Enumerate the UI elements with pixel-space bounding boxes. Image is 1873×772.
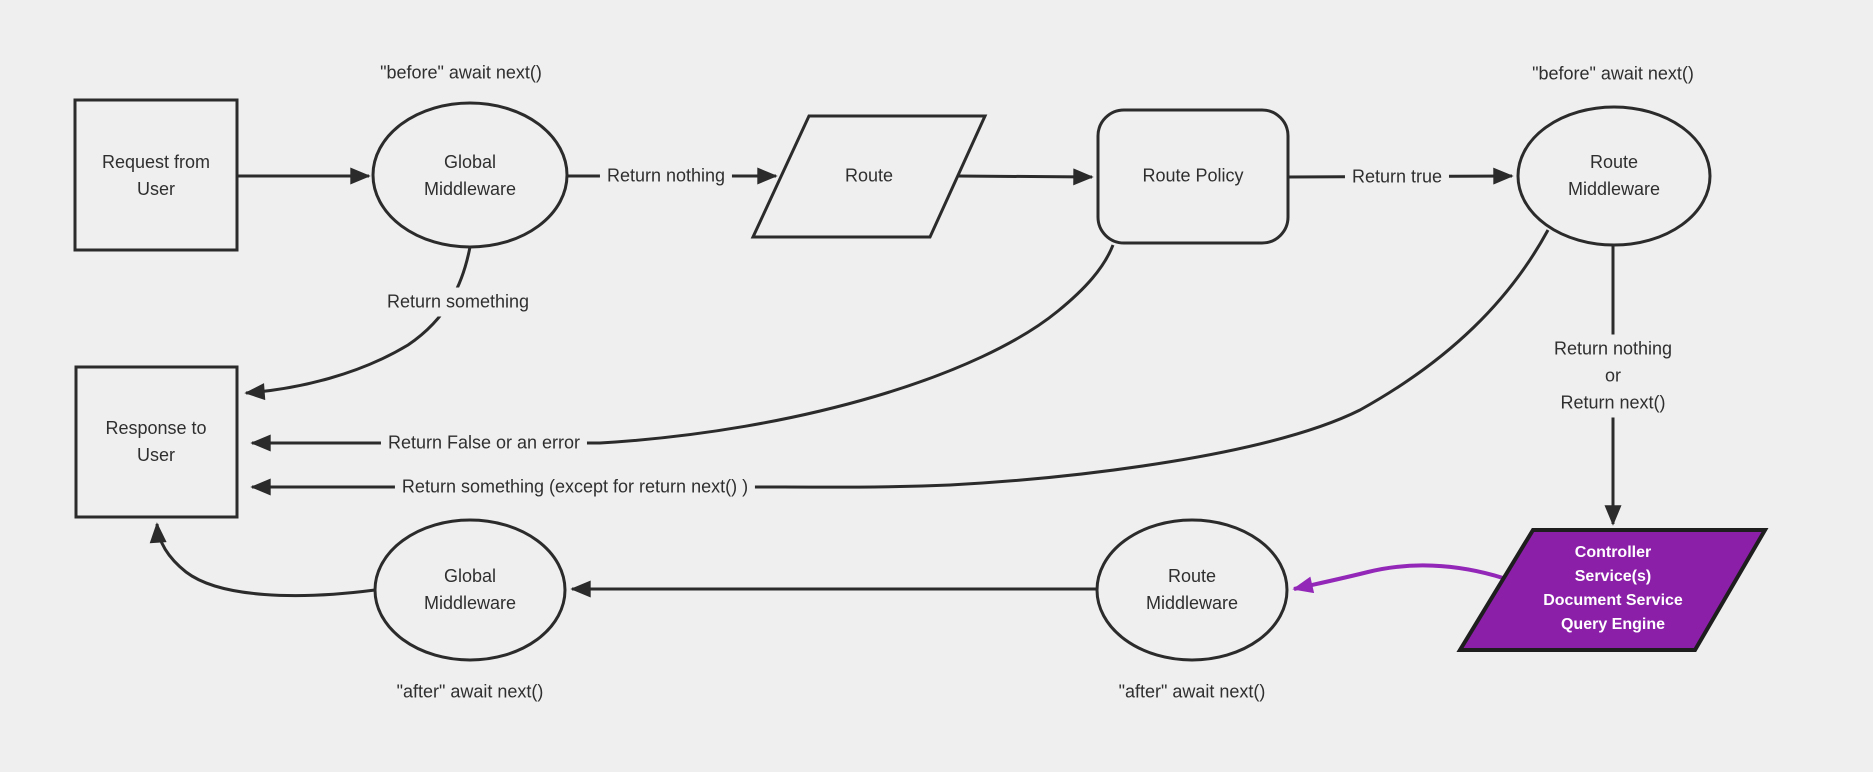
node-route-policy <box>1096 108 1290 245</box>
edge-route-policy-to-route-middleware <box>1287 167 1514 185</box>
node-request-from-user <box>73 98 239 252</box>
node-route-middleware-bottom <box>1095 518 1289 662</box>
node-route <box>750 114 988 239</box>
node-route-middleware-top <box>1516 105 1712 247</box>
node-global-middleware-top <box>371 101 569 249</box>
edge-return-something-to-response <box>244 246 472 401</box>
node-response-to-user <box>74 365 239 519</box>
edge-return-false-to-response <box>250 244 1115 452</box>
edge-return-something-except-to-response <box>250 229 1550 496</box>
edge-controller-to-route-middleware-bottom <box>1292 563 1504 594</box>
node-global-middleware-bottom <box>373 518 567 662</box>
edge-global-middleware-bottom-to-response <box>149 522 376 598</box>
edge-route-to-route-policy <box>956 168 1094 186</box>
node-controller-services <box>1456 528 1769 652</box>
